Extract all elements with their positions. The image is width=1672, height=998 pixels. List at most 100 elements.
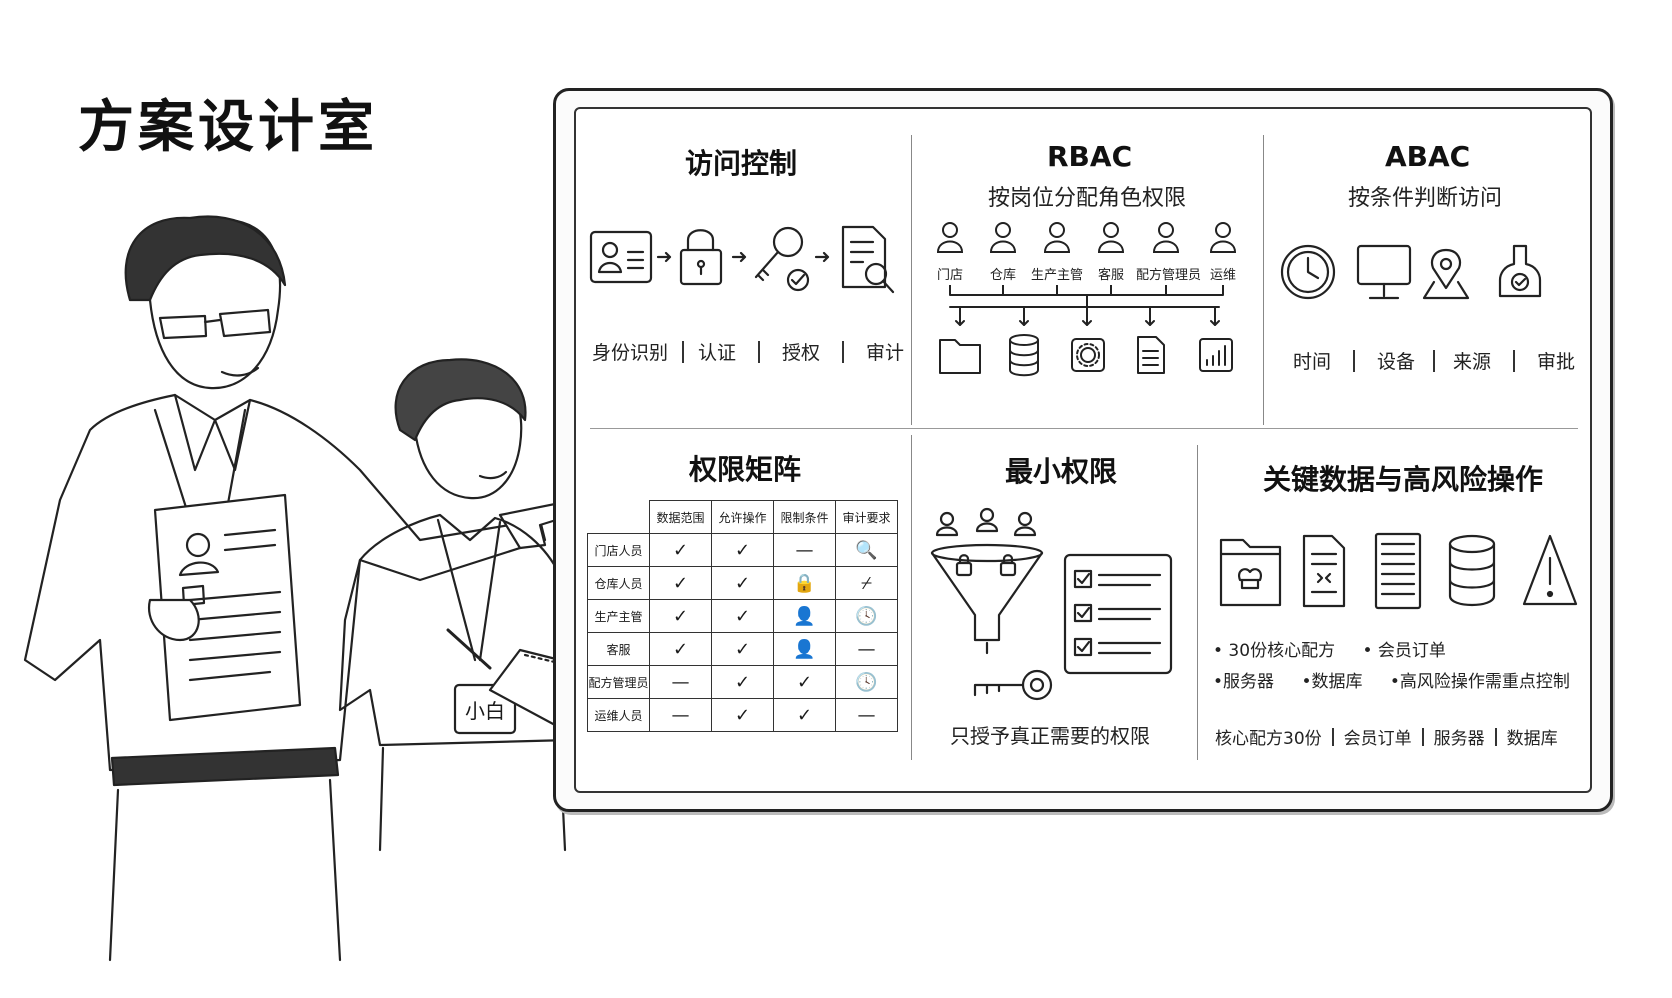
page-title: 方案设计室 [78,94,378,160]
summary-item: 数据库 [1506,729,1558,749]
table-row: 运维人员 — ✓ ✓ — [587,698,898,732]
condition-source: 来源 [1453,351,1492,373]
bullet-item: • 30份核心配方 [1213,641,1336,661]
matrix-cell: ✓ [711,533,774,567]
summary-item: 会员订单 [1343,729,1412,749]
boy-lanyard [436,518,502,662]
matrix-col-header: 数据范围 [649,500,712,534]
matrix-row-role: 运维人员 [587,698,650,732]
matrix-cell: ✓ [773,665,836,699]
matrix-cell: ✓ [711,599,774,633]
bullet-item: •数据库 [1301,672,1363,692]
matrix-title: 权限矩阵 [689,453,802,486]
key-data-title: 关键数据与高风险操作 [1263,463,1544,496]
divider [1263,135,1264,425]
key-data-summary: 核心配方30份 会员订单 服务器 数据库 [1215,724,1558,749]
rbac-role: 门店 [936,268,963,283]
folder-icon [939,339,981,374]
rbac-role: 客服 [1097,268,1124,283]
document-icon [1302,534,1346,608]
condition-device: 设备 [1377,351,1416,373]
padlock-icon [955,554,973,577]
condition-time: 时间 [1293,351,1332,373]
matrix-cell: ✓ [711,665,774,699]
matrix-cell: ✓ [649,533,712,567]
database-icon [1448,534,1496,606]
matrix-cell: ✓ [711,632,774,666]
recipe-folder-icon [1219,538,1282,607]
divider [590,428,1578,429]
access-steps: 身份识别 认证 授权 审计 [592,338,904,365]
person-icon [989,222,1017,253]
matrix-cell: 👤 [773,632,836,666]
matrix-row-role: 仓库人员 [587,566,650,600]
rbac-role: 运维 [1209,268,1236,283]
man-belt [110,746,340,787]
rbac-subtitle: 按岗位分配角色权限 [988,186,1187,211]
matrix-cell: ✓ [649,599,712,633]
person-icon [936,222,964,253]
matrix-cell: — [649,665,712,699]
presenters-illustration [23,215,587,962]
chart-icon [1199,338,1233,372]
key-icon [973,669,1053,701]
key-data-icons [1219,532,1578,610]
table-row: 客服 ✓ ✓ 👤 — [587,632,898,666]
boy-hair [394,358,527,442]
rbac-role: 生产主管 [1030,268,1083,283]
table-row: 仓库人员 ✓ ✓ 🔒 ⌿ [587,566,898,600]
warning-icon [1522,534,1578,606]
person-icon [1013,511,1037,537]
matrix-col-header: 限制条件 [773,500,836,534]
rbac-role: 配方管理员 [1136,268,1202,283]
boy-badge [453,683,517,735]
bullet-item: •服务器 [1213,672,1275,692]
man-shirt [23,393,547,772]
person-icon [975,507,999,533]
abac-title: ABAC [1385,140,1471,173]
location-icon [1422,248,1470,300]
person-icon [1152,222,1180,253]
matrix-cell: 👤 [773,599,836,633]
abac-subtitle: 按条件判断访问 [1348,186,1503,211]
person-icon [1097,222,1125,253]
man-clipboard [153,493,302,722]
rbac-title: RBAC [1047,140,1133,173]
matrix-cell: 🔍 [835,533,898,567]
bullet-item: •高风险操作需重点控制 [1389,672,1570,692]
table-row: 配方管理员 — ✓ ✓ 🕓 [587,665,898,699]
divider [911,135,912,425]
key-data-bullets-2: •服务器 •数据库 •高风险操作需重点控制 [1213,667,1592,692]
matrix-cell: 🕓 [835,599,898,633]
database-icon [1009,334,1039,377]
least-privilege-illustration [930,507,1173,701]
access-flow-icons [589,225,895,294]
step-authenticate: 认证 [698,342,737,364]
approval-stamp-icon [1498,244,1542,298]
matrix-cell: ✓ [649,566,712,600]
matrix-cell: — [773,533,836,567]
server-icon [1374,532,1422,610]
access-control-title: 访问控制 [685,147,798,180]
padlock-icon [679,229,723,286]
matrix-row-role: 生产主管 [587,599,650,633]
matrix-col-header: 审计要求 [835,500,898,534]
matrix-cell: — [835,632,898,666]
man-glasses [158,308,272,340]
matrix-corner [588,501,650,534]
least-privilege-title: 最小权限 [1005,455,1118,488]
least-privilege-caption: 只授予真正需要的权限 [950,724,1150,748]
summary-item: 核心配方30份 [1215,729,1322,749]
divider [911,435,912,760]
abac-conditions: 时间 设备 来源 审批 [1293,347,1575,374]
monitor-icon [1356,244,1412,300]
bullet-item: • 会员订单 [1362,641,1446,661]
matrix-cell: — [649,698,712,732]
gear-icon [1071,338,1105,372]
matrix-cell: ⌿ [835,566,898,600]
rbac-people-icons [936,222,1237,253]
person-icon [935,511,959,537]
checklist-icon [1063,553,1173,675]
step-audit: 审计 [866,342,905,364]
funnel-icon [930,543,1044,642]
